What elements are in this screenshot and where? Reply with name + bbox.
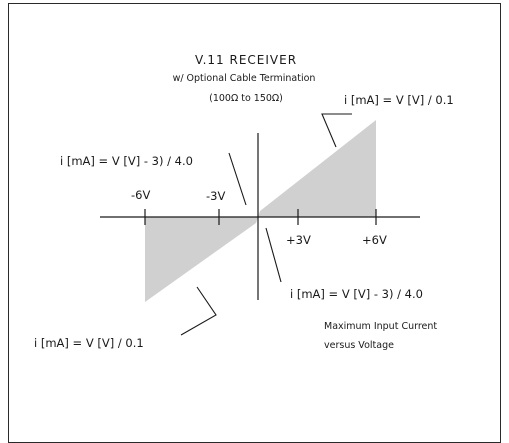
diagram-title: V.11 RECEIVER bbox=[195, 53, 297, 67]
tick-label-pos3: +3V bbox=[286, 233, 311, 247]
leader-upper-right bbox=[321, 113, 352, 148]
diagram-subtitle: w/ Optional Cable Termination bbox=[173, 73, 316, 84]
tick-label-neg6: -6V bbox=[131, 188, 150, 202]
leader-lower-right bbox=[265, 227, 282, 283]
tick-label-neg3: -3V bbox=[206, 189, 225, 203]
current-region bbox=[145, 120, 376, 302]
current-voltage-diagram: -6V -3V +3V +6V V.11 RECEIVER w/ Optiona… bbox=[34, 53, 454, 351]
leader-lower-left bbox=[180, 286, 217, 336]
tick-label-pos6: +6V bbox=[362, 233, 387, 247]
equation-lower-left: i [mA] = V [V] / 0.1 bbox=[34, 336, 144, 350]
leader-upper-left bbox=[228, 152, 247, 206]
caption-line-1: Maximum Input Current bbox=[324, 321, 437, 332]
termination-range: (100Ω to 150Ω) bbox=[209, 93, 283, 104]
equation-upper-left: i [mA] = V [V] - 3) / 4.0 bbox=[60, 154, 193, 168]
equation-lower-right: i [mA] = V [V] - 3) / 4.0 bbox=[290, 287, 423, 301]
caption-line-2: versus Voltage bbox=[324, 340, 394, 351]
equation-upper-right: i [mA] = V [V] / 0.1 bbox=[344, 93, 454, 107]
